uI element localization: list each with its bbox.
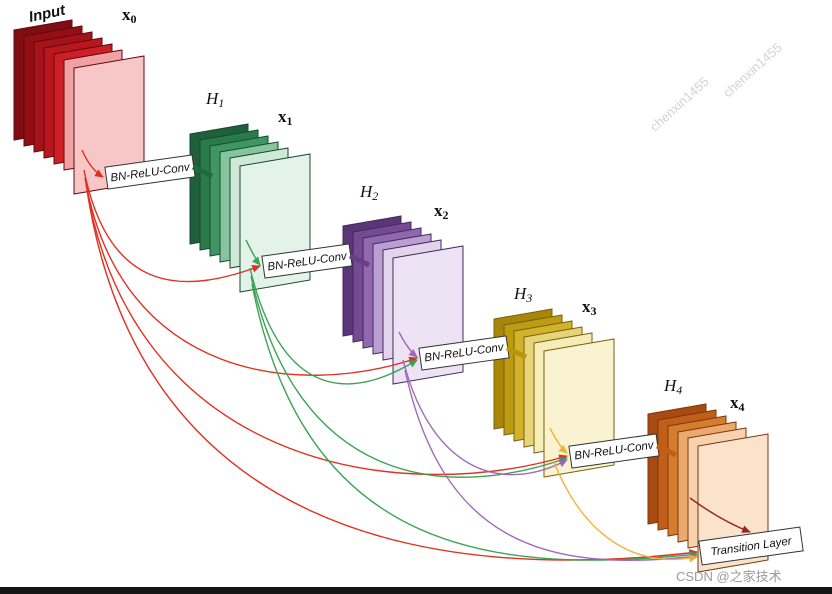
h1-label: H1: [205, 89, 224, 110]
x3-label-base: x: [582, 297, 591, 316]
dense-connection-x0-h3: [84, 177, 418, 376]
block-h3: BN-ReLU-Conv: [418, 335, 510, 371]
x0-label-sub: 0: [131, 12, 137, 26]
x4-label: x4: [730, 393, 745, 414]
h4-output-connector: [655, 443, 678, 458]
h1-output-connector: [191, 164, 214, 179]
h1-label-sub: 1: [218, 96, 224, 110]
x2-label-base: x: [434, 201, 443, 220]
h2-label-base: H: [359, 182, 374, 201]
x4-label-sub: 4: [739, 400, 745, 414]
x1-label-sub: 1: [287, 114, 293, 128]
connections-from-x2: [398, 331, 698, 561]
dense-connection-x4-transition: [689, 497, 751, 533]
h2-output-connector: [348, 253, 371, 268]
transition-layer-box: Transition Layer: [698, 526, 804, 566]
x0-label-base: x: [122, 5, 131, 24]
connections-from-x3: [549, 427, 698, 563]
h3-label: H3: [513, 284, 532, 305]
x4-label-base: x: [730, 393, 739, 412]
dense-connection-x2-h3: [398, 331, 418, 358]
dense-connection-x2-h4: [402, 359, 568, 476]
dense-connection-x0-h2: [83, 169, 261, 283]
x2-label: x2: [434, 201, 449, 222]
dense-connection-x1-transition: [251, 283, 698, 561]
diagonal-watermark: chenxin1455: [720, 40, 785, 100]
h2-label-sub: 2: [372, 189, 378, 203]
h1-label-base: H: [205, 89, 220, 108]
x2-label-sub: 2: [443, 208, 449, 222]
h4-label-base: H: [663, 376, 678, 395]
h3-output-connector: [505, 345, 528, 360]
dense-connection-x3-h4: [549, 427, 568, 454]
x1-label: x1: [278, 107, 293, 128]
csdn-watermark: CSDN @之家技术: [676, 569, 782, 584]
x1-label-base: x: [278, 107, 287, 126]
h4-label: H4: [663, 376, 682, 397]
dense-connection-x1-h2: [245, 239, 261, 266]
bottom-bar: [0, 587, 832, 594]
x3-label-sub: 3: [591, 304, 597, 318]
h4-label-sub: 4: [676, 383, 682, 397]
h3-label-base: H: [513, 284, 528, 303]
diagonal-watermark: chenxin1455: [647, 74, 712, 134]
transition-box: [698, 526, 804, 566]
dense-connection-x1-h3: [249, 267, 418, 385]
dense-connection-x2-transition: [404, 369, 698, 561]
block-h1: BN-ReLU-Conv: [104, 154, 196, 190]
dense-connection-x0-h1: [81, 149, 104, 178]
h2-label: H2: [359, 182, 378, 203]
x3-label: x3: [582, 297, 597, 318]
dense-connection-x3-transition: [553, 461, 698, 563]
connections-from-x4: [689, 497, 751, 533]
dense-connection-x1-h4: [250, 275, 568, 478]
h3-label-sub: 3: [525, 291, 532, 305]
x0-label: x0: [122, 5, 137, 26]
